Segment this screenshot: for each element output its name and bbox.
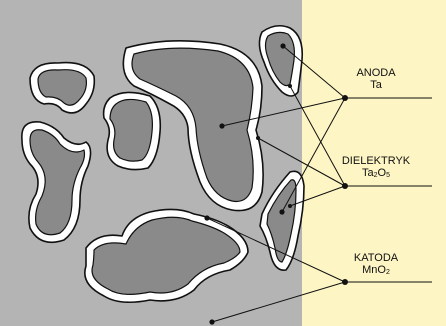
- dot-anode-junction: [342, 95, 348, 101]
- dielectric-formula-sub2: 5: [386, 172, 390, 179]
- dot-anode-grain3: [219, 123, 225, 129]
- anode-label: ANODA Ta: [316, 67, 436, 91]
- anode-leader-2: [282, 45, 346, 99]
- cathode-leader-2: [211, 281, 346, 323]
- grain-3-anode: [131, 47, 254, 203]
- tantalum-grains: [21, 24, 305, 304]
- dot-cathode-junction: [342, 279, 348, 285]
- dot-dielectric-grain5: [288, 84, 292, 88]
- anode-leader-3: [281, 97, 346, 213]
- dielectric-leader-2: [289, 85, 346, 187]
- anode-title: ANODA: [356, 67, 396, 79]
- dot-anode-grain6: [279, 209, 285, 215]
- cathode-formula-sub: 2: [385, 269, 390, 276]
- anode-leader-1: [221, 97, 346, 127]
- dielectric-leader-3: [289, 185, 346, 207]
- leader-lines: [206, 45, 432, 323]
- dot-dielectric-grain3: [256, 136, 260, 140]
- dielectric-formula-mid: O: [377, 167, 387, 179]
- anode-formula: Ta: [370, 79, 382, 91]
- dot-dielectric-grain6: [288, 204, 292, 208]
- cathode-title: KATODA: [353, 252, 399, 264]
- cathode-leader-1: [206, 217, 346, 283]
- cathode-formula-base: MnO: [362, 264, 386, 276]
- dot-cathode-2: [209, 319, 215, 325]
- dot-dielectric-junction: [342, 183, 348, 189]
- dielectric-title: DIELEKTRYK: [341, 155, 411, 167]
- dot-anode-grain5: [280, 43, 286, 49]
- grain-2-anode: [109, 98, 153, 162]
- cathode-formula: MnO2: [316, 264, 436, 279]
- cathode-label: KATODA MnO2: [316, 252, 436, 279]
- dielectric-formula: Ta2O5: [316, 167, 436, 182]
- dielectric-label: DIELEKTRYK Ta2O5: [316, 155, 436, 182]
- grain-7-anode: [91, 216, 241, 295]
- grain-4-anode: [29, 129, 86, 236]
- dielectric-formula-base: Ta: [362, 167, 374, 179]
- grain-1-anode: [37, 69, 87, 106]
- dot-cathode-1: [204, 215, 210, 221]
- dielectric-formula-sub1: 2: [373, 172, 378, 179]
- leader-dots: [204, 43, 348, 325]
- dielectric-leader-1: [257, 137, 346, 187]
